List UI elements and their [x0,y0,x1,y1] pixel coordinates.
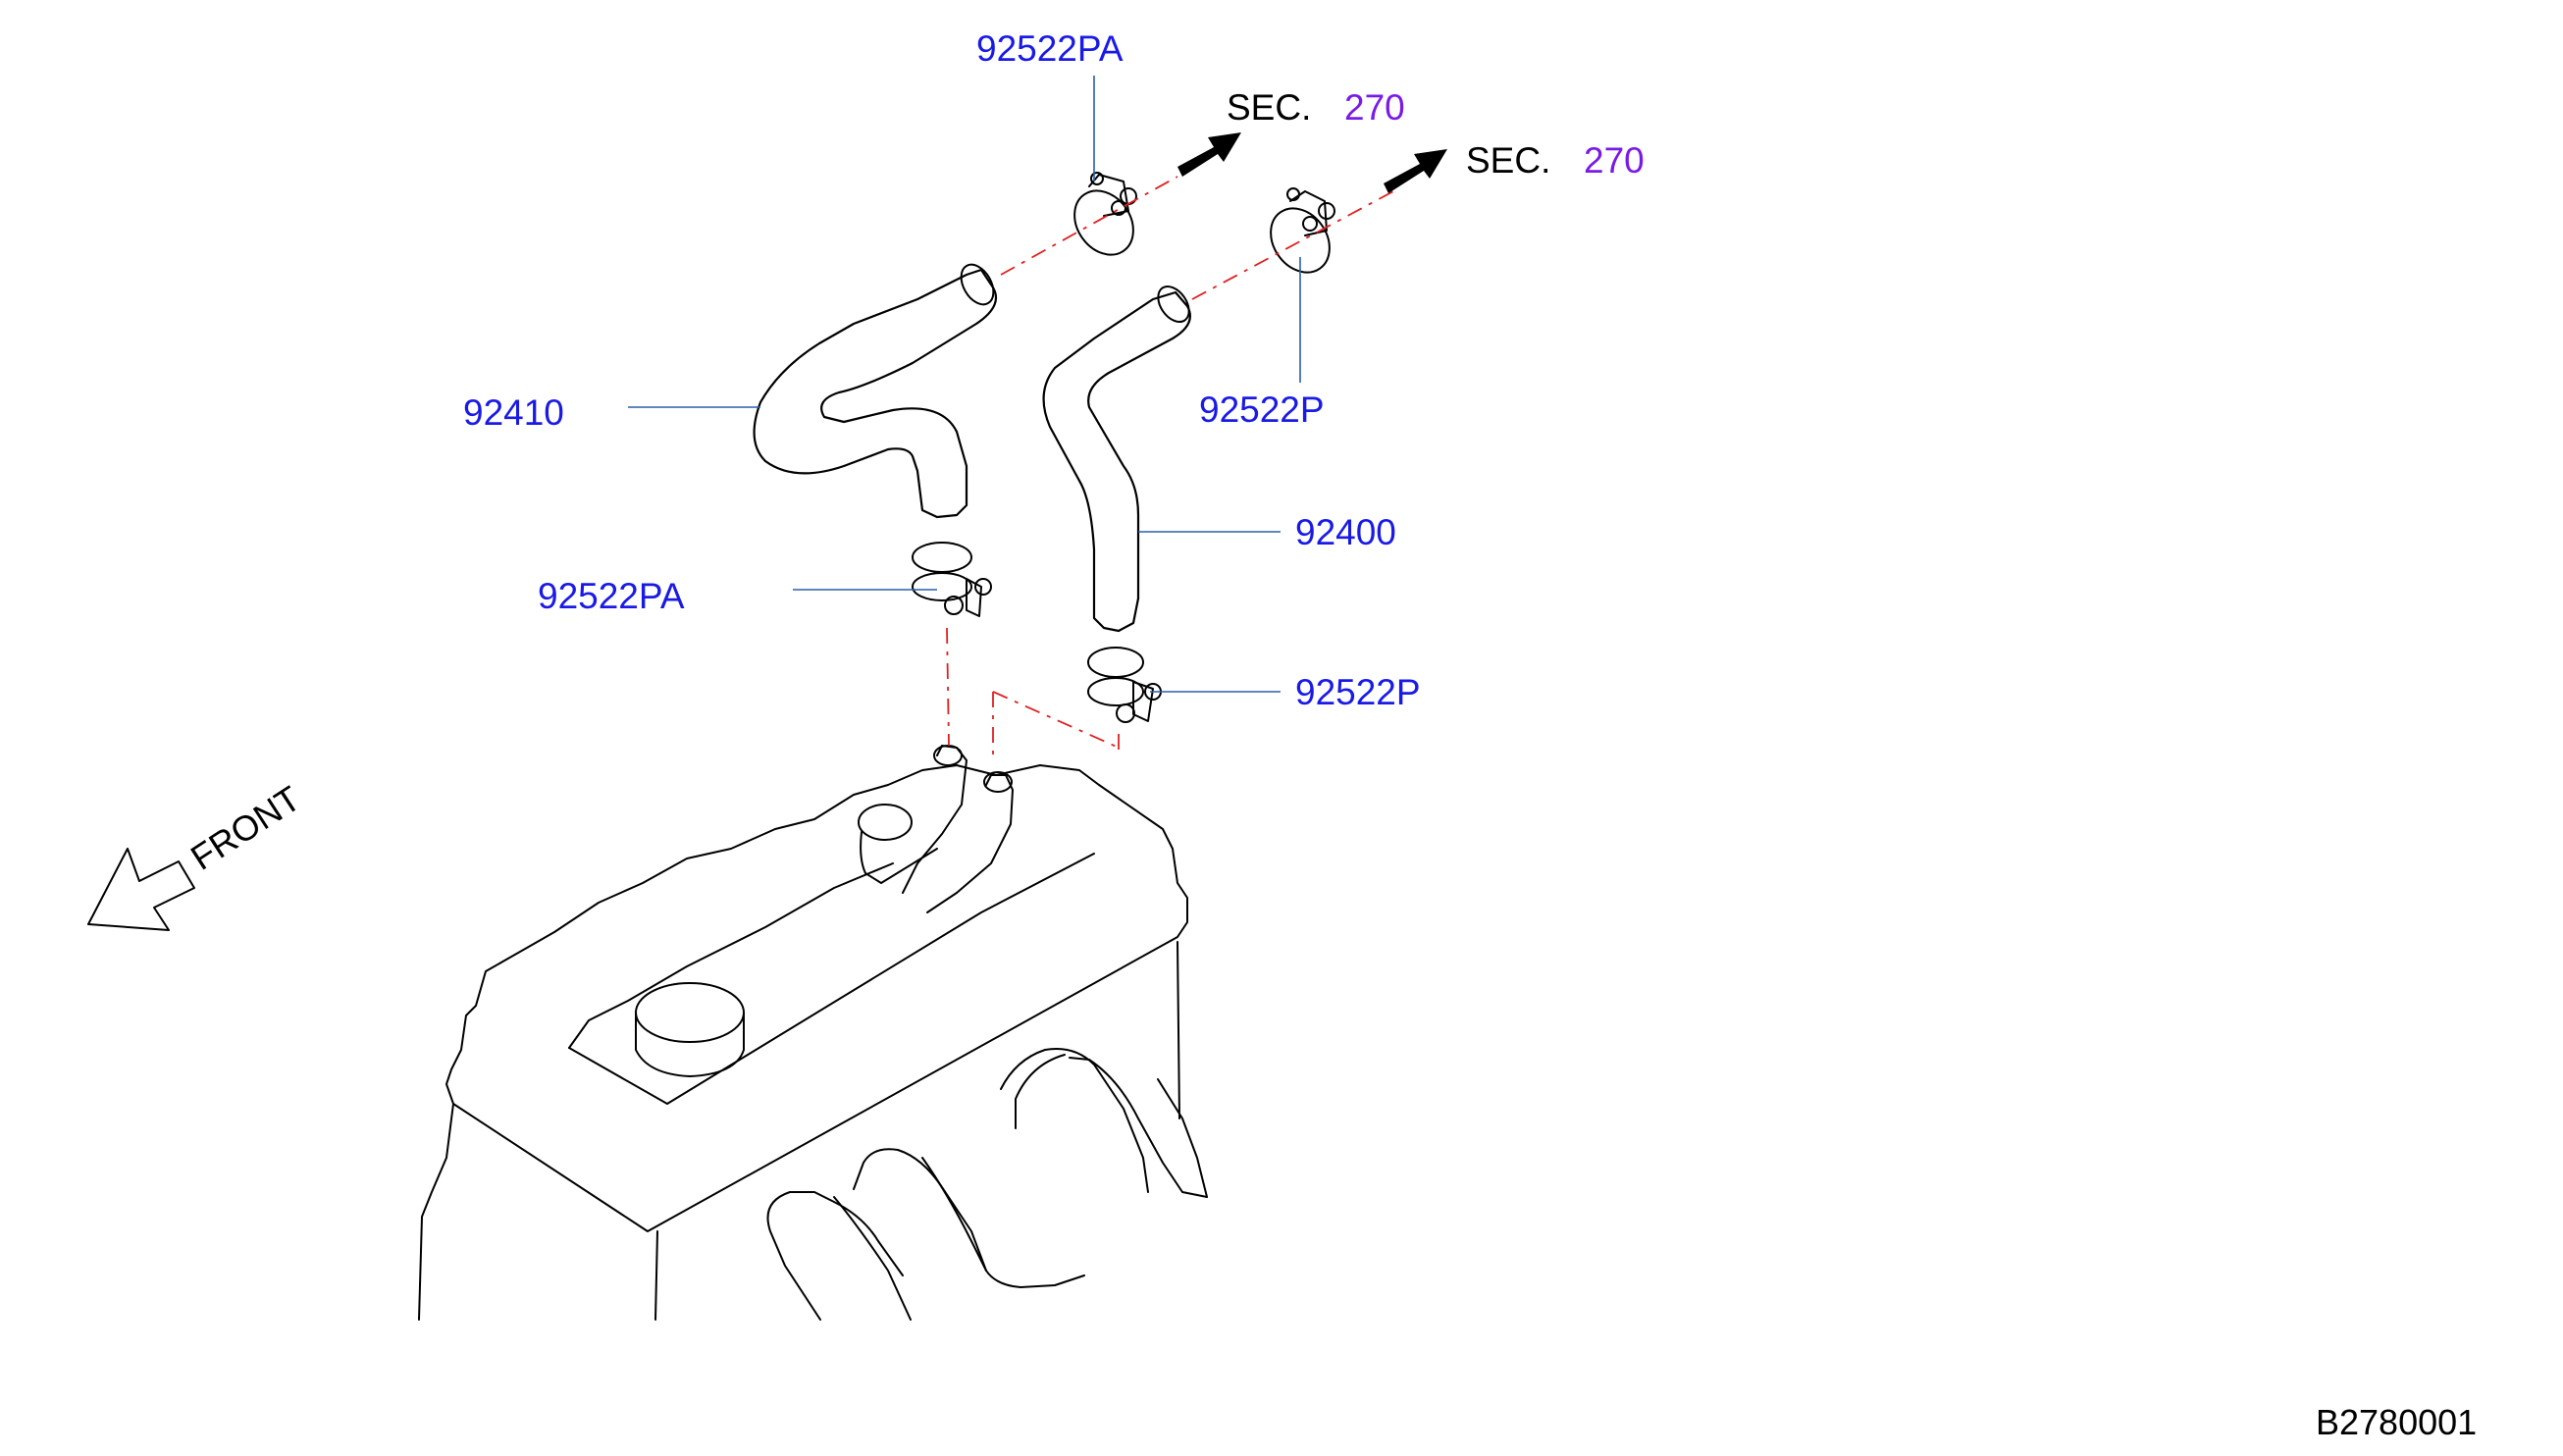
section-ref-label: SEC. [1466,140,1550,181]
section-ref-number[interactable]: 270 [1344,87,1405,128]
clamp-92522P-lower [1087,647,1162,723]
arrow-icon [1384,149,1447,193]
clamp-92522PA-top [1073,172,1137,256]
part-label-92522P: 92522P [1295,672,1421,712]
part-label-92400: 92400 [1295,512,1396,552]
part-label-92522PA: 92522PA [976,28,1124,69]
clamp-92522PA-mid [912,542,992,617]
assembly-lines [946,176,1394,760]
leader-lines [628,76,1301,693]
engine-outline [418,745,1208,1321]
front-label: FRONT [183,778,307,878]
diagram-code: B2780001 [2316,1402,2477,1442]
part-label-92522PA: 92522PA [538,576,685,616]
hose-92410 [753,263,998,519]
front-arrow-icon [87,848,195,931]
arrow-icon [1177,132,1241,177]
part-label-92522P: 92522P [1199,390,1325,430]
part-label-92410: 92410 [463,392,564,433]
clamp-92522P-upper [1270,187,1335,274]
section-ref-number[interactable]: 270 [1584,140,1645,181]
section-ref-label: SEC. [1227,87,1311,128]
hose-92400 [1042,285,1191,633]
